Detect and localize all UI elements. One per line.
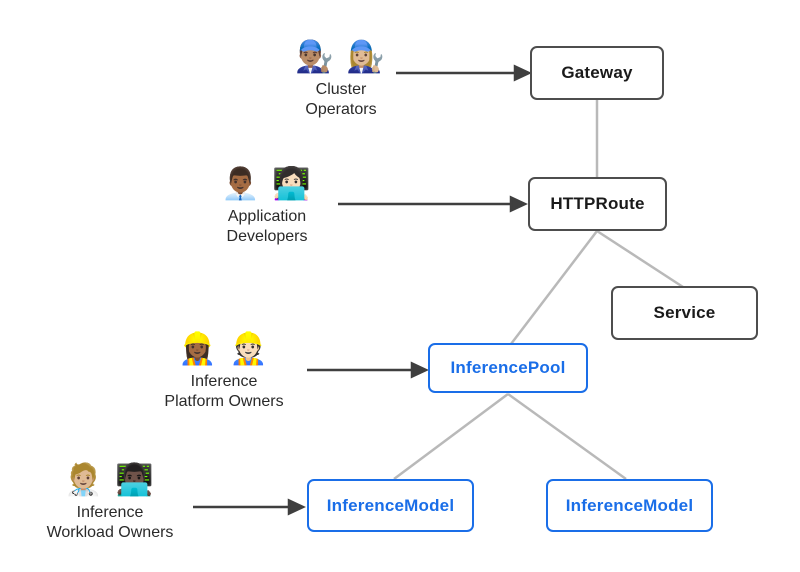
edge-inferencepool-inferencemodel-1 (393, 392, 509, 481)
persona-label-line: Operators (305, 101, 377, 118)
persona-label-line: Developers (226, 228, 308, 245)
arrowhead (410, 361, 429, 379)
arrowhead (513, 64, 532, 82)
persona-label-line: Platform Owners (164, 393, 284, 410)
construction-workers-emoji-icon: 👷🏾‍♀️ 👷🏻 (178, 331, 270, 366)
node-inferencemodel-1: InferenceModel (307, 479, 474, 532)
persona-label-line: Inference (190, 373, 258, 390)
persona-label-inference-platform-owners: Inference Platform Owners (124, 372, 324, 412)
mechanics-emoji-icon: 👨🏽‍🔧 👩🏼‍🔧 (295, 39, 387, 74)
persona-label-line: Inference (76, 504, 144, 521)
arrowhead (287, 498, 306, 516)
persona-label-cluster-operators: Cluster Operators (241, 80, 441, 120)
node-gateway: Gateway (530, 46, 664, 100)
node-inferencepool: InferencePool (428, 343, 588, 393)
edge-inferencepool-inferencemodel-2 (507, 392, 627, 481)
persona-application-developers: 👨🏾‍💼 👩🏻‍💻 Application Developers (167, 163, 367, 247)
persona-label-line: Workload Owners (46, 524, 174, 541)
persona-label-inference-workload-owners: Inference Workload Owners (10, 503, 210, 543)
developers-emoji-icon: 👨🏾‍💼 👩🏻‍💻 (221, 166, 313, 201)
persona-cluster-operators: 👨🏽‍🔧 👩🏼‍🔧 Cluster Operators (241, 36, 441, 120)
node-service: Service (611, 286, 758, 340)
persona-label-application-developers: Application Developers (167, 207, 367, 247)
persona-label-line: Cluster (315, 81, 367, 98)
persona-inference-workload-owners: 🧑🏼‍⚕️ 👨🏿‍💻 Inference Workload Owners (10, 459, 210, 543)
node-httproute: HTTPRoute (528, 177, 667, 231)
persona-label-line: Application (227, 208, 307, 225)
edge-httproute-inferencepool (510, 230, 598, 345)
persona-inference-platform-owners: 👷🏾‍♀️ 👷🏻 Inference Platform Owners (124, 328, 324, 412)
workload-owners-emoji-icon: 🧑🏼‍⚕️ 👨🏿‍💻 (64, 462, 156, 497)
edge-httproute-service (596, 229, 684, 289)
arrowhead (509, 195, 528, 213)
node-inferencemodel-2: InferenceModel (546, 479, 713, 532)
